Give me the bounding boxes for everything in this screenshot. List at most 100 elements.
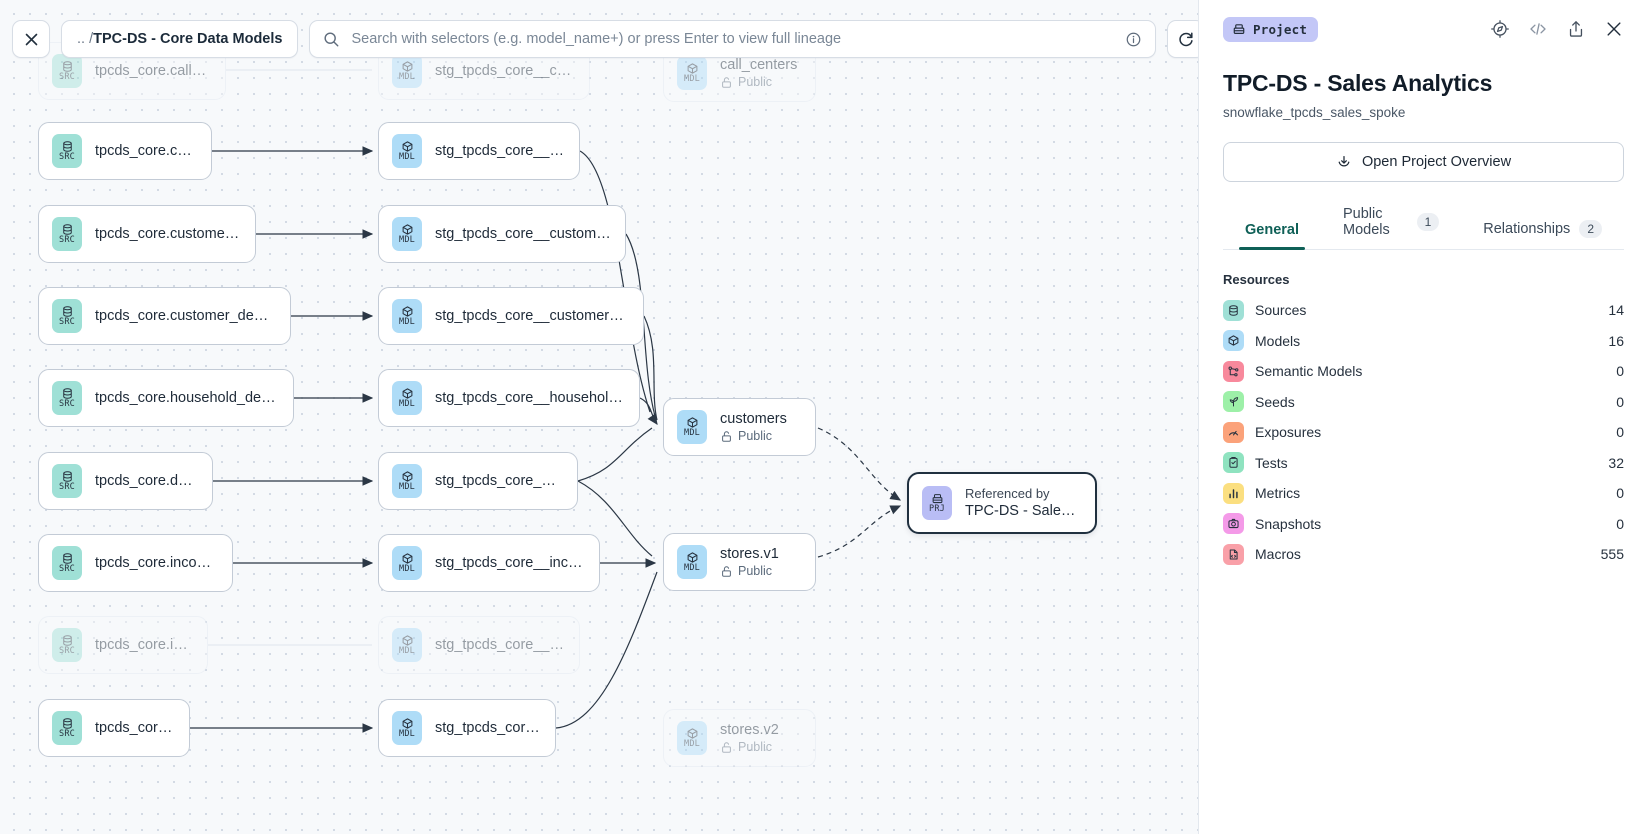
cube-icon [401,60,414,73]
mdl-badge: MDL [392,711,422,745]
project-icon [1232,22,1246,36]
database-icon [61,305,74,318]
cube-icon [686,416,699,429]
database-icon [1223,299,1244,321]
database-icon [61,634,74,647]
mdl-badge: MDL [392,628,422,662]
node-body: stg_tpcds_core__household_demogr… [435,390,625,406]
node-visibility-label: Public [738,75,773,89]
node-kind-label: MDL [399,72,415,82]
breadcrumb-label: TPC-DS - Core Data Models [93,31,283,47]
refresh-button[interactable] [1167,20,1198,58]
open-project-overview-label: Open Project Overview [1361,154,1512,170]
resource-count: 14 [1608,302,1624,319]
open-project-overview-button[interactable]: Open Project Overview [1223,142,1624,182]
breadcrumb-prefix: .. / [77,31,94,47]
tab-general[interactable]: General [1223,222,1321,250]
search-input[interactable]: Search with selectors (e.g. model_name+)… [309,20,1157,58]
close-panel-icon[interactable] [1604,19,1624,39]
node-visibility: Public [720,75,797,89]
cube-icon [401,140,414,153]
node-kind-label: MDL [399,317,415,327]
cube-icon [401,305,414,318]
details-panel: Project [1198,0,1648,834]
node-kind-label: MDL [399,729,415,739]
node-kind-label: MDL [399,482,415,492]
src-badge: SRC [52,464,82,498]
lineage-node-mdl-household-demographics[interactable]: MDLstg_tpcds_core__household_demogr… [378,369,640,427]
lineage-canvas[interactable]: .. / TPC-DS - Core Data Models Search wi… [0,0,1198,834]
panel-header-actions [1490,19,1624,39]
file-code-icon [1223,543,1244,565]
download-overview-icon [1336,154,1352,170]
cube-icon [401,634,414,647]
project-subtitle: snowflake_tpcds_sales_spoke [1223,105,1406,120]
resource-label: Macros [1255,546,1301,563]
close-lineage-button[interactable] [12,20,50,58]
src-badge: SRC [52,711,82,745]
lineage-node-mdl-customer-demographics[interactable]: MDL stg_tpcds_core__customer_demogra… [378,287,644,345]
lineage-node-src-customer-address[interactable]: SRC tpcds_core.customer_address [38,205,256,263]
node-kind-label: SRC [59,482,75,492]
node-title: tpcds_core.customer [95,143,197,159]
project-icon [931,492,944,505]
node-visibility-label: Public [738,740,773,754]
node-body: stg_tpcds_core__customer_demogra… [435,308,629,324]
node-body: tpcds_core.call_center [95,63,211,79]
resource-label: Seeds [1255,393,1295,410]
seedling-icon [1223,391,1244,413]
info-icon[interactable] [1125,31,1142,48]
database-icon [61,470,74,483]
clipboard-check-icon [1223,452,1244,474]
node-title: tpcds_core.customer_address [95,226,241,242]
node-title: stg_tpcds_core__customer_demogra… [435,308,629,324]
lineage-toolbar: .. / TPC-DS - Core Data Models Search wi… [12,20,1198,58]
tab-count: 2 [1579,220,1602,238]
breadcrumb[interactable]: .. / TPC-DS - Core Data Models [61,20,299,58]
node-title: tpcds_core.income_band [95,555,218,571]
code-icon[interactable] [1528,19,1548,39]
database-icon [61,223,74,236]
node-kind-label: SRC [59,235,75,245]
search-icon [323,31,340,48]
share-icon[interactable] [1566,19,1586,39]
resource-label: Models [1255,332,1301,349]
node-referenced-by-label: Referenced by [965,486,1050,501]
resource-label: Snapshots [1255,515,1322,532]
unlock-icon [720,430,733,443]
explore-icon[interactable] [1490,19,1510,39]
tab-label: General [1245,222,1299,238]
node-title: stores.v2 [720,722,779,738]
node-kind-label: PRJ [929,504,945,514]
